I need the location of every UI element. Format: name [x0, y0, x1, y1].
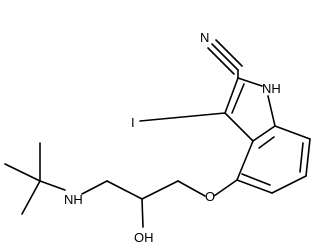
indole-nh-label: NH: [262, 81, 281, 96]
iodo-label: I: [131, 115, 135, 130]
c4-c3a-bond: [236, 140, 254, 181]
c2-n1-bond: [237, 77, 263, 87]
nitrile-bond-3: [215, 39, 243, 67]
n1-c7a-bond: [267, 95, 276, 127]
o-ch2-bond: [177, 180, 206, 197]
c3a-c7a-bond: [252, 125, 276, 142]
nitrile-n-label: N: [200, 30, 209, 45]
c7-c6-double: [299, 142, 304, 173]
nitrile-bond-2: [207, 47, 235, 75]
c4-o-bond: [213, 179, 238, 197]
nh-cq-bond: [39, 180, 66, 191]
amine-nh-label: NH: [64, 192, 83, 207]
c7a-c7-bond: [274, 125, 311, 140]
nitrile-bond-1: [211, 43, 239, 71]
c2-c3-double: [231, 83, 245, 114]
c5-c4-bond: [236, 179, 273, 194]
ether-o-label: O: [205, 189, 215, 204]
c3a-c7a-double: [258, 136, 275, 149]
c5-c4-double: [241, 173, 271, 186]
ch2-choh-bond: [141, 180, 179, 200]
choh-ch2-bond: [106, 180, 143, 200]
hydroxyl-label: OH: [134, 230, 154, 245]
cq-me-left-bond: [4, 163, 41, 182]
c7-c6-bond: [305, 138, 311, 177]
c3-c3a-bond: [224, 112, 254, 142]
choh-oh-bond: [141, 198, 144, 228]
c3-i-bond: [139, 112, 226, 122]
cq-me-down-bond: [21, 180, 41, 215]
ch2-nh-bond: [81, 180, 108, 195]
c6-c5-bond: [271, 175, 307, 194]
c2-c3-bond: [224, 77, 239, 114]
